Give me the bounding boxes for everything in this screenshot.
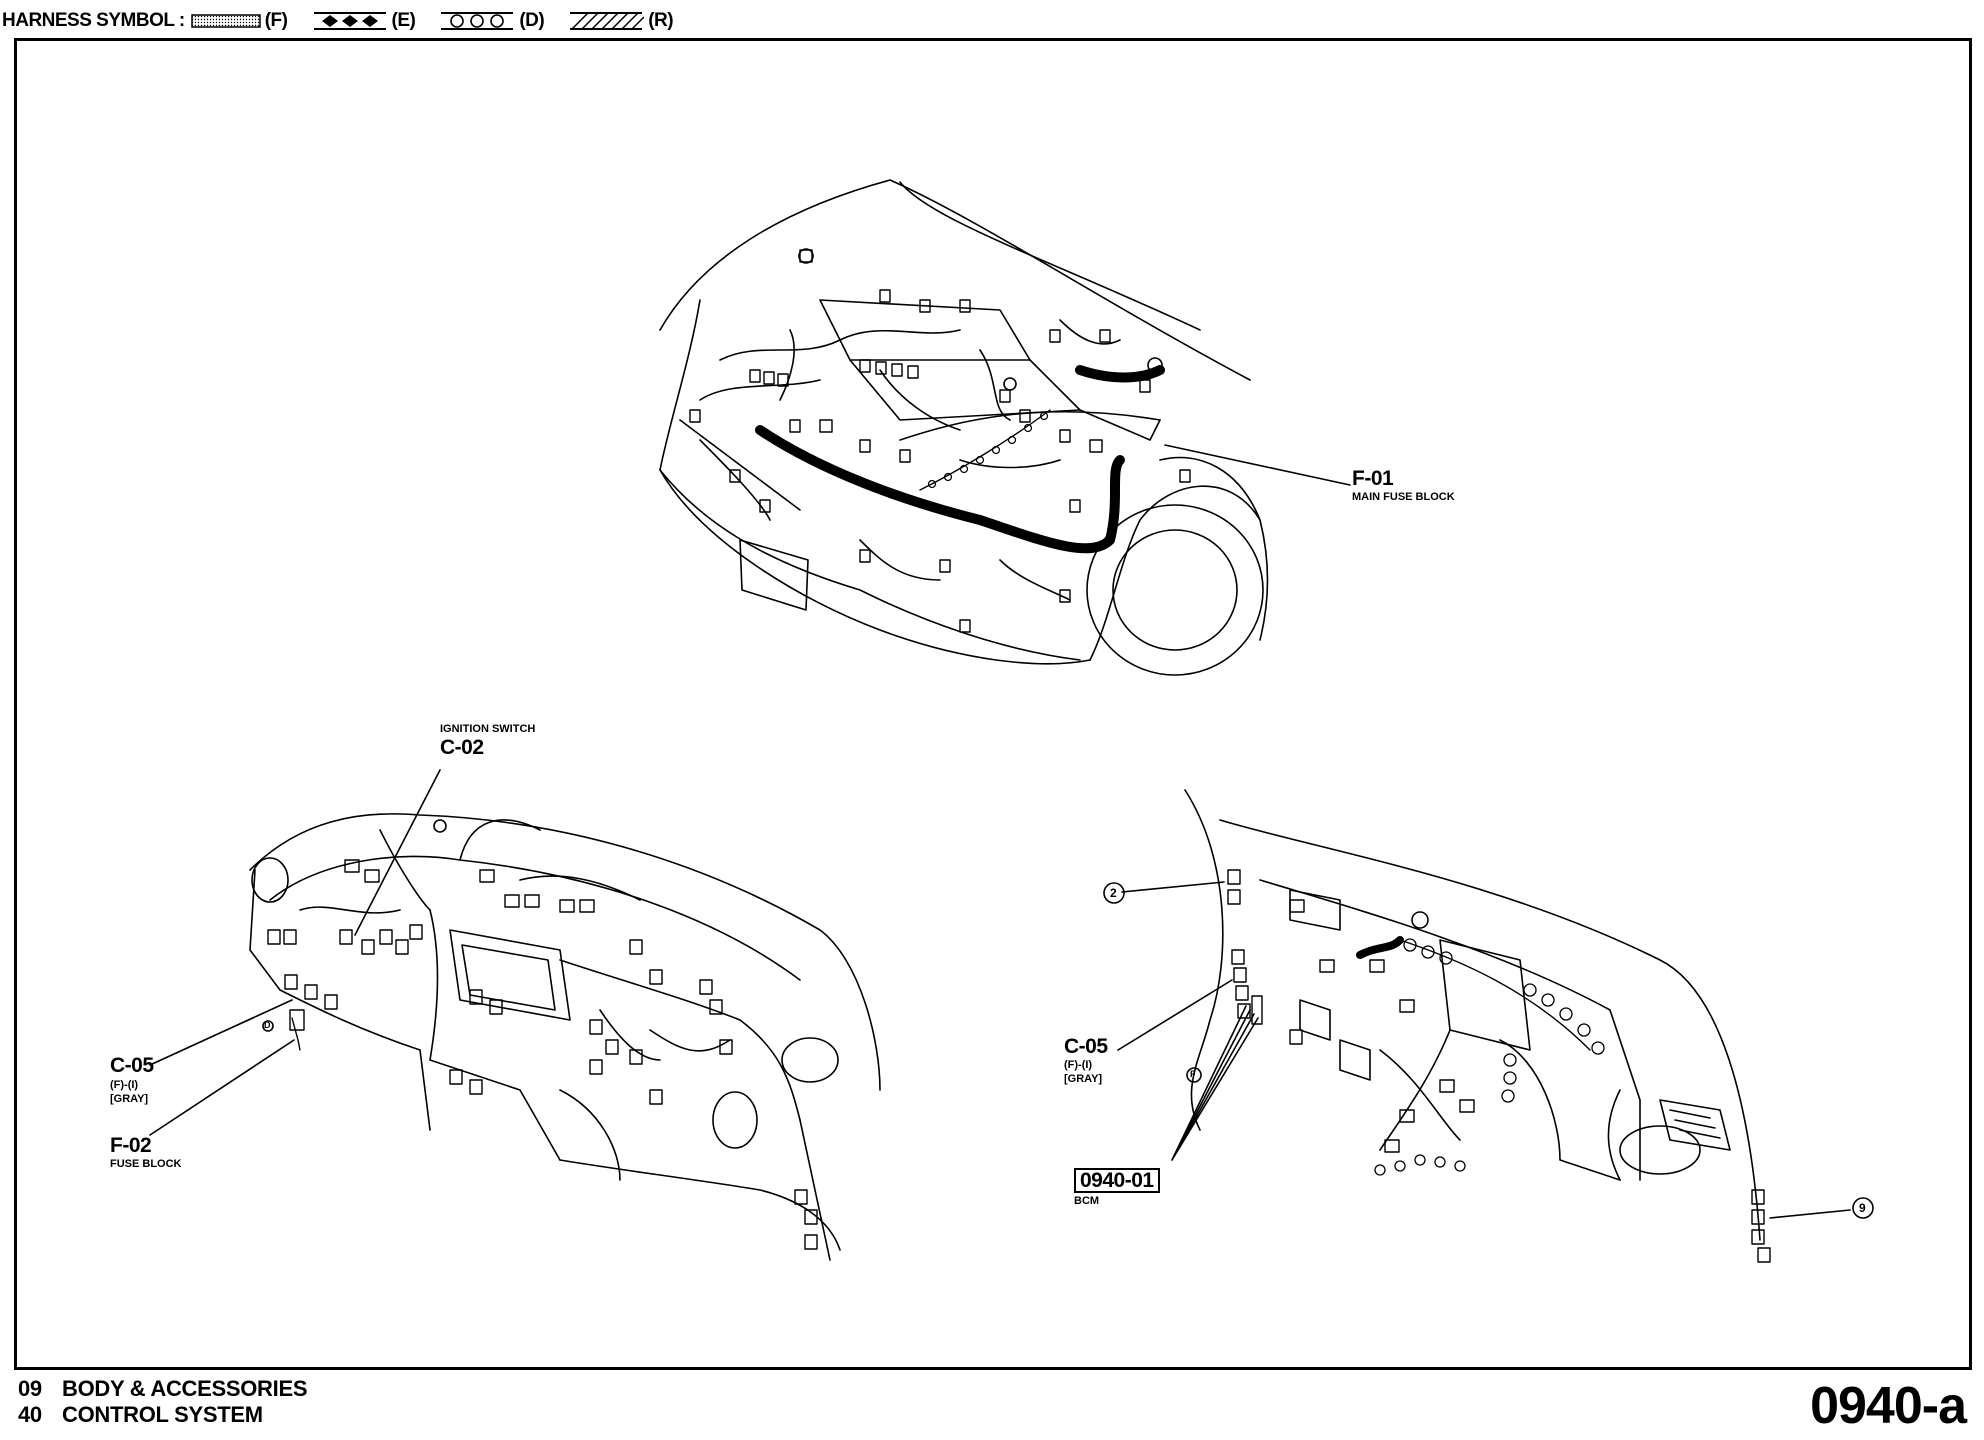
f01-desc: MAIN FUSE BLOCK <box>1352 491 1455 503</box>
f02-desc: FUSE BLOCK <box>110 1158 182 1170</box>
c02-code: C-02 <box>440 736 484 759</box>
legend-code-e: (E) <box>391 10 416 31</box>
legend-code-d: (D) <box>519 10 545 31</box>
bcm-code: 0940-01 <box>1074 1168 1160 1193</box>
footer-section-number: 09 <box>18 1376 42 1401</box>
circle-label-9: 9 <box>1859 1201 1866 1215</box>
c05-left-color: [GRAY] <box>110 1093 149 1105</box>
engine-compartment-view <box>659 179 1351 676</box>
c05-right-spec: (F)-(I) <box>1064 1059 1093 1071</box>
legend-title: HARNESS SYMBOL : <box>2 10 185 31</box>
diagram-frame <box>14 38 1972 1370</box>
hatched-harness-symbol <box>568 11 645 31</box>
c05-right-color: [GRAY] <box>1064 1073 1103 1085</box>
footer-line-2: 40 CONTROL SYSTEM <box>18 1402 307 1428</box>
c05-left-code: C-05 <box>110 1054 154 1077</box>
footer-section-title: BODY & ACCESSORIES <box>62 1376 308 1401</box>
dotted-harness-symbol <box>190 12 261 30</box>
page-number: 0940-a <box>1810 1377 1967 1435</box>
legend-code-f: (F) <box>264 10 288 31</box>
footer-line-1: 09 BODY & ACCESSORIES <box>18 1376 308 1402</box>
footer-subsection-number: 40 <box>18 1402 42 1427</box>
circle-harness-symbol <box>439 11 515 31</box>
circle-label-d: D <box>264 1020 271 1030</box>
legend-code-r: (R) <box>648 10 674 31</box>
c05-right-code: C-05 <box>1064 1035 1108 1058</box>
circle-label-f: F <box>1190 1069 1196 1079</box>
circle-label-2: 2 <box>1110 886 1117 900</box>
f02-code: F-02 <box>110 1134 152 1157</box>
right-bcm-view <box>1103 789 1874 1263</box>
harness-symbol-legend: HARNESS SYMBOL : (F) (E) (D) (R) <box>2 4 691 38</box>
bcm-desc: BCM <box>1074 1195 1100 1207</box>
diamond-harness-symbol <box>312 11 388 31</box>
left-dashboard-view <box>149 769 881 1261</box>
section-footer: 09 BODY & ACCESSORIES 40 CONTROL SYSTEM <box>18 1376 308 1428</box>
c05-left-spec: (F)-(I) <box>110 1079 139 1091</box>
f01-code: F-01 <box>1352 467 1394 490</box>
footer-subsection-title: CONTROL SYSTEM <box>62 1402 263 1427</box>
c02-title: IGNITION SWITCH <box>440 723 536 735</box>
